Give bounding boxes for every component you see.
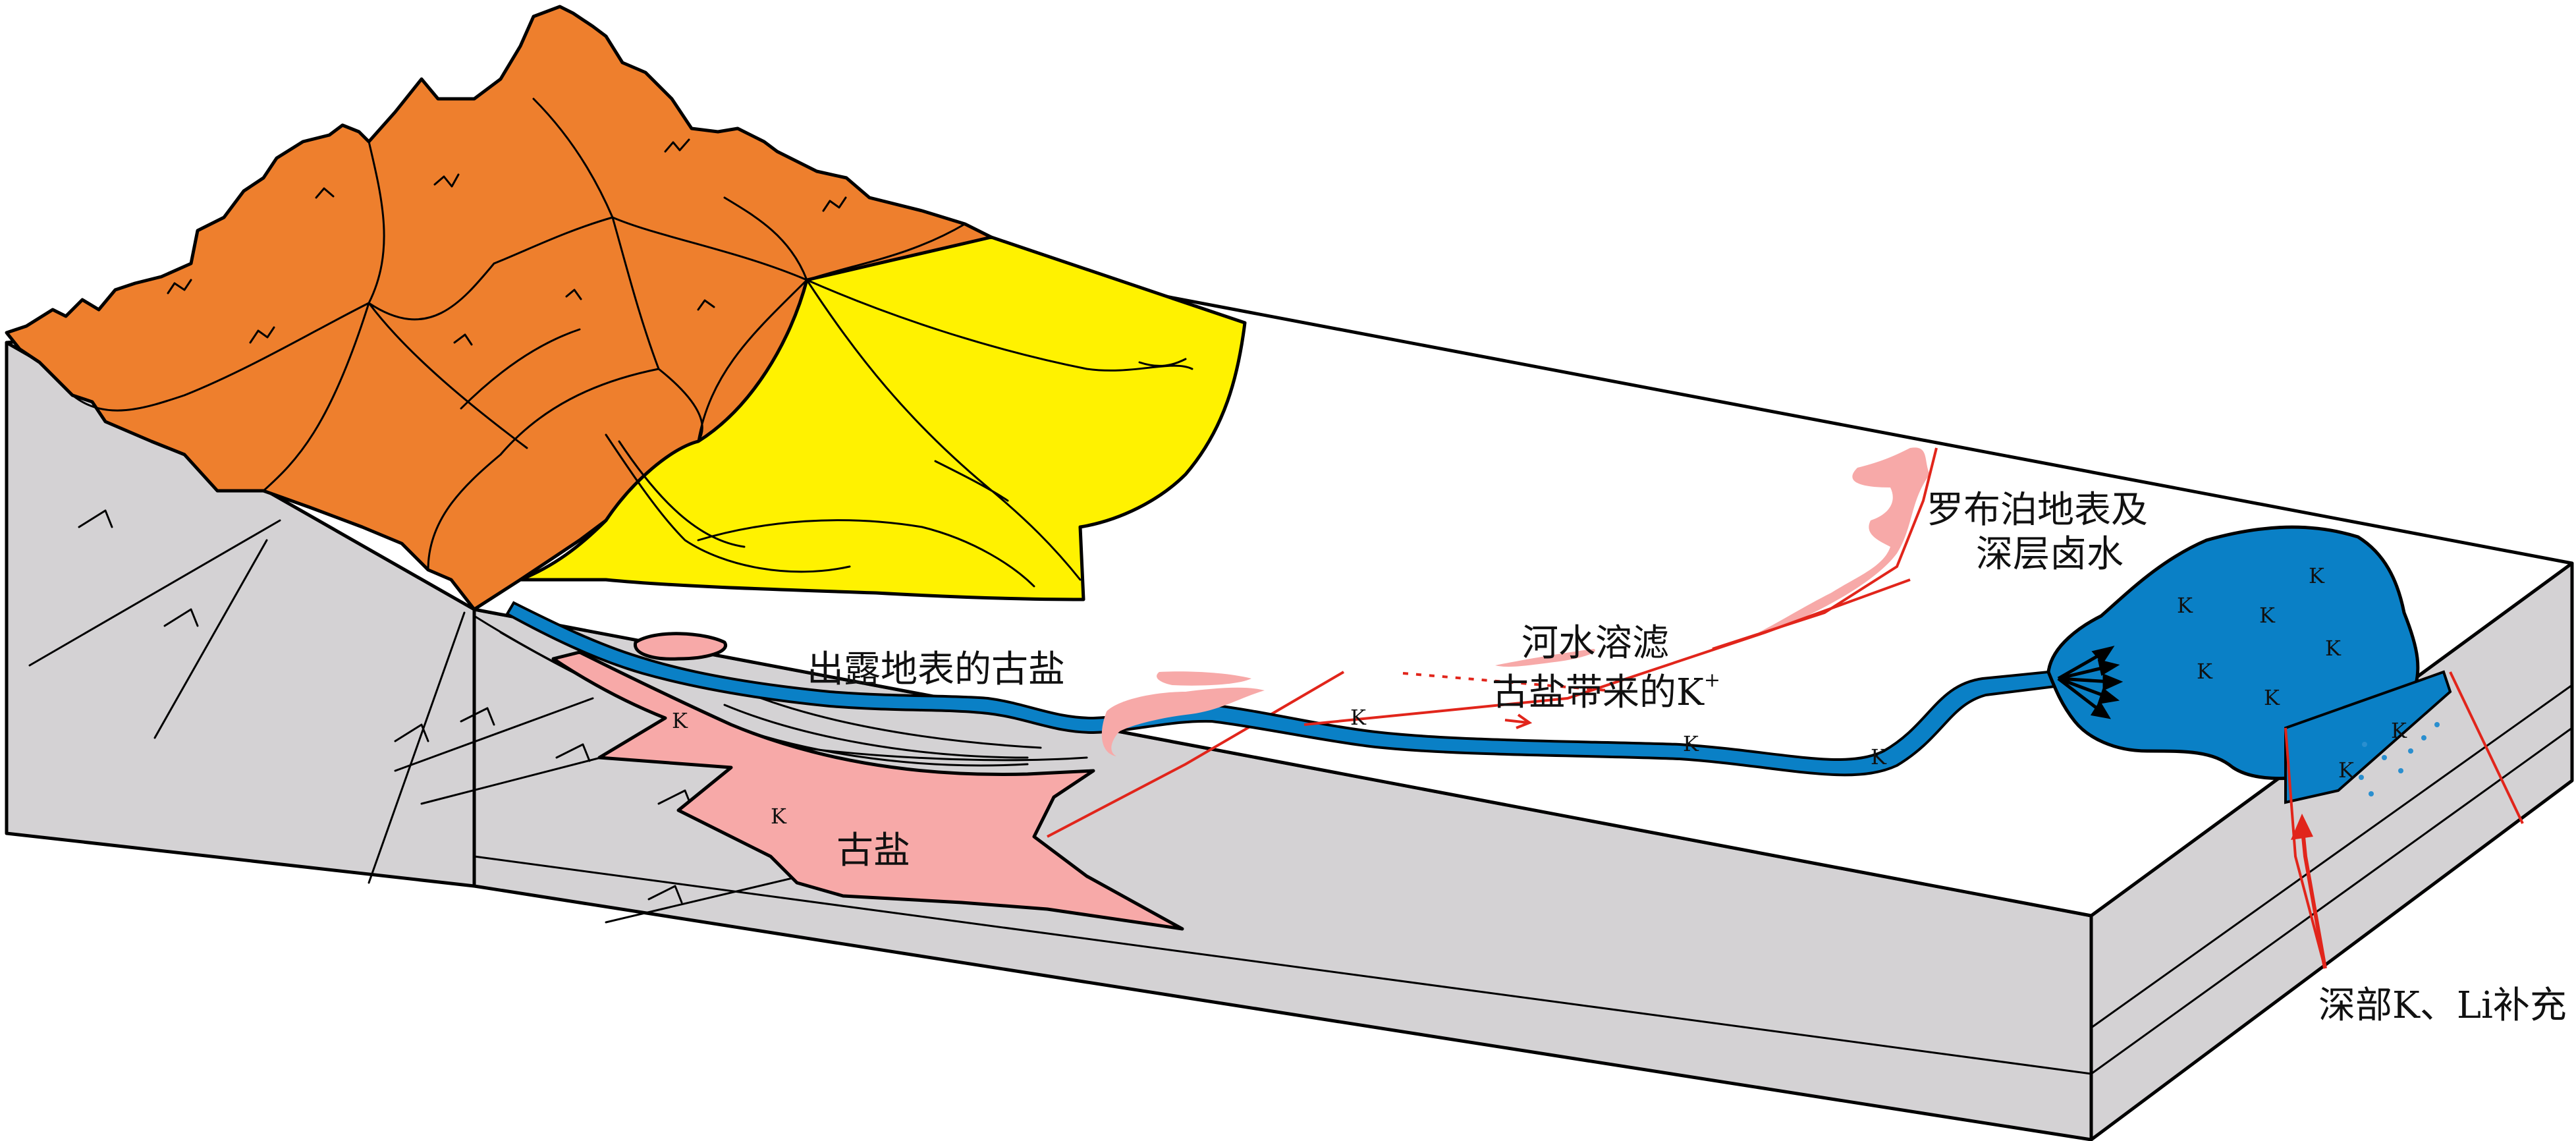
label-river-leach-line2: 古盐带来的K+ [1492,669,1720,714]
k-symbol: K [1871,744,1887,769]
k-symbol: K [1683,731,1699,756]
thrust-arrow-7 [647,885,683,904]
surface-salt-patch-2 [1157,671,1251,686]
surface-salt-patch-3 [1495,649,1595,667]
mountain-details [167,138,847,346]
k-symbol: K [1350,705,1367,730]
river-channel [505,601,2057,777]
red-fault-top-2 [1712,447,1938,650]
river-leach-sup: + [1704,669,1720,692]
label-exposed-salt: 出露地表的古盐 [807,648,1065,691]
label-ancient-salt: 古盐 [836,829,910,872]
river-leach-text: 古盐带来的K [1492,671,1705,714]
k-symbol: K [2325,636,2342,661]
stratum-line-right [2090,727,2573,1075]
k-symbol: K [2264,685,2280,710]
alluvial-fan [518,235,1247,601]
fault-line-left-3 [368,611,466,884]
deep-brine-lens [2284,670,2452,804]
label-lopnur-line1: 罗布泊地表及 [1927,489,2148,532]
fold-strata-3 [394,697,594,772]
inflow-arrows [2057,646,2124,719]
surface-salt-patch-1 [1101,687,1265,756]
label-river-leach-line1: 河水溶滤 [1521,622,1669,665]
dots-deep-lens [2345,722,2440,796]
k-symbol: K [2177,593,2193,618]
label-deep-supply: 深部K、Li补充 [2318,984,2567,1027]
red-fault-front [1047,671,1345,838]
red-fault-right-1 [2284,727,2326,969]
thrust-arrow-3 [394,723,429,742]
mountain-range [5,5,993,611]
thrust-arrow-2 [163,608,199,627]
fan-channels [605,279,1193,588]
ridge-lines [71,97,966,571]
k-symbol: K [672,708,688,733]
thrust-arrow-5 [555,743,591,762]
surface-salt-patch-4 [1759,447,1930,632]
stratum-line-right-upper [2090,684,2573,1029]
label-lopnur-line2: 深层卤水 [1976,533,2124,576]
k-symbol: K [2338,758,2355,783]
fault-line-left-1 [28,519,281,667]
k-symbol: K [771,804,787,829]
exposed-salt-patch [634,632,727,661]
fault-line-left-2 [153,539,268,739]
ancient-salt-body [551,650,1184,931]
stratum-line-front [473,855,2093,1075]
thrust-arrow-4 [460,707,495,726]
thrust-arrow-1 [78,509,113,528]
red-fault-right-2 [2449,671,2524,824]
k-symbol: K [2309,563,2325,588]
k-symbol: K [2259,603,2276,628]
deep-supply-arrowhead [2291,814,2313,840]
red-arrow-small [1504,713,1533,729]
fold-curve-2 [723,704,1029,759]
k-symbol: K [2391,718,2407,743]
fold-curve-3 [743,690,1042,749]
k-symbols: K K K K K K K K K K K K K [672,563,2407,829]
red-fault-top-1 [1303,578,1911,726]
k-symbol: K [2197,659,2213,684]
